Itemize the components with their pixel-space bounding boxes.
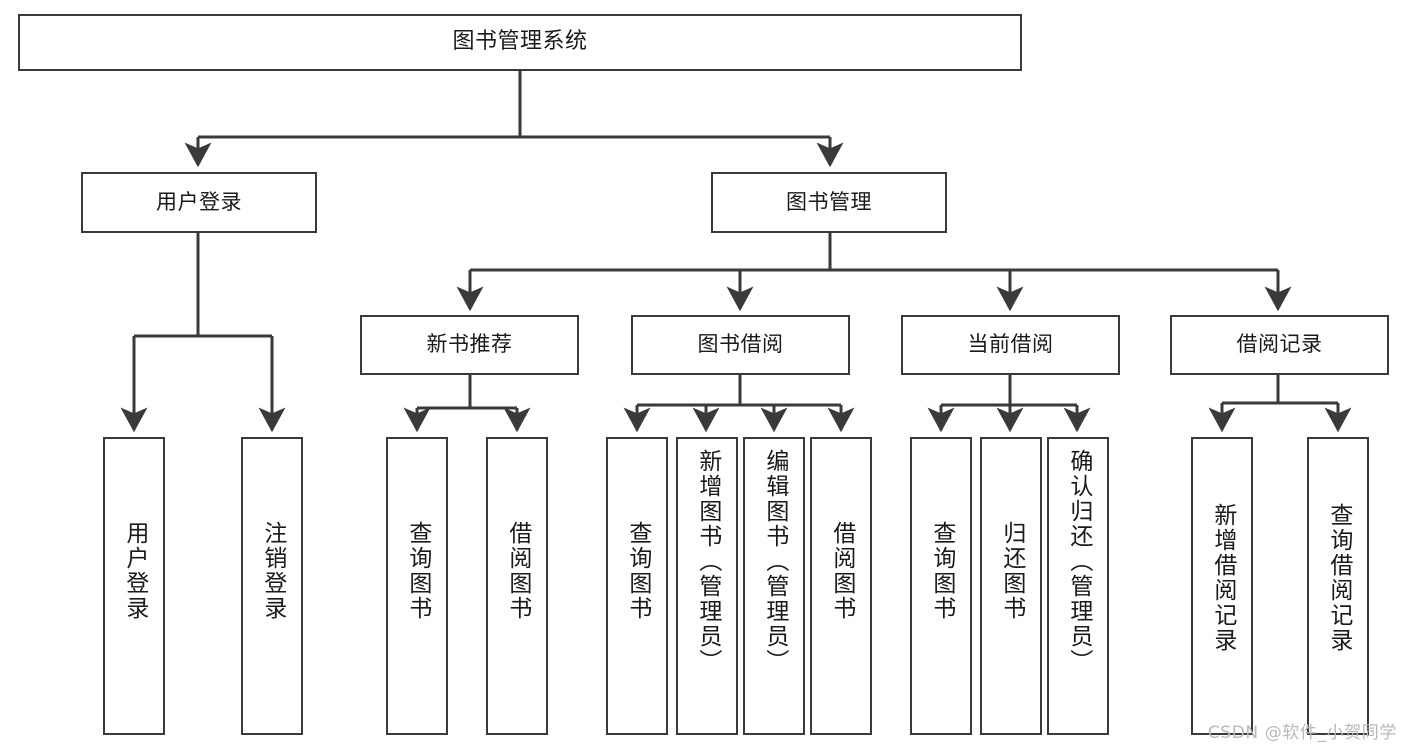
node-user-login[interactable]: 用户登录 (81, 172, 317, 233)
node-label: 图书管理 (786, 189, 872, 214)
node-label: 编辑图书（管理员） (761, 449, 788, 674)
leaf-borrow-book-recommend[interactable]: 借阅图书 (486, 437, 548, 735)
leaf-return-book[interactable]: 归还图书 (980, 437, 1042, 735)
node-label: 用户登录 (156, 189, 242, 214)
leaf-borrow-book[interactable]: 借阅图书 (810, 437, 872, 735)
leaf-query-borrow-record[interactable]: 查询借阅记录 (1307, 437, 1369, 735)
node-label: 借阅记录 (1236, 332, 1323, 357)
node-label: 新增图书（管理员） (694, 449, 721, 674)
node-label: 新书推荐 (426, 332, 513, 357)
node-label: 当前借阅 (967, 332, 1054, 357)
node-label: 查询图书 (404, 521, 431, 621)
leaf-edit-book-admin[interactable]: 编辑图书（管理员） (743, 437, 805, 735)
node-label: 查询图书 (624, 521, 651, 621)
node-label: 确认归还（管理员） (1065, 449, 1092, 674)
leaf-user-login[interactable]: 用户登录 (103, 437, 165, 735)
node-label: 新增借阅记录 (1209, 503, 1236, 653)
node-label: 查询借阅记录 (1325, 503, 1352, 653)
watermark-text: CSDN @软件_小贺同学 (1207, 723, 1397, 743)
node-label: 用户登录 (121, 521, 148, 621)
leaf-add-borrow-record[interactable]: 新增借阅记录 (1191, 437, 1253, 735)
leaf-confirm-return-admin[interactable]: 确认归还（管理员） (1047, 437, 1109, 735)
node-label: 归还图书 (998, 521, 1025, 621)
leaf-query-book-current[interactable]: 查询图书 (910, 437, 972, 735)
node-label: 借阅图书 (828, 521, 855, 621)
node-root-book-management-system[interactable]: 图书管理系统 (18, 14, 1022, 71)
leaf-query-book-borrow[interactable]: 查询图书 (606, 437, 668, 735)
node-label: 借阅图书 (504, 521, 531, 621)
leaf-add-book-admin[interactable]: 新增图书（管理员） (676, 437, 738, 735)
node-label: 图书借阅 (697, 332, 784, 357)
node-book-management[interactable]: 图书管理 (711, 172, 947, 233)
node-label: 图书管理系统 (452, 29, 588, 55)
node-label: 注销登录 (259, 521, 286, 621)
node-current-borrow[interactable]: 当前借阅 (901, 315, 1120, 375)
node-book-borrow[interactable]: 图书借阅 (631, 315, 850, 375)
node-label: 查询图书 (928, 521, 955, 621)
node-borrow-record[interactable]: 借阅记录 (1170, 315, 1389, 375)
leaf-logout[interactable]: 注销登录 (241, 437, 303, 735)
leaf-query-book-recommend[interactable]: 查询图书 (386, 437, 448, 735)
node-new-book-recommend[interactable]: 新书推荐 (360, 315, 579, 375)
